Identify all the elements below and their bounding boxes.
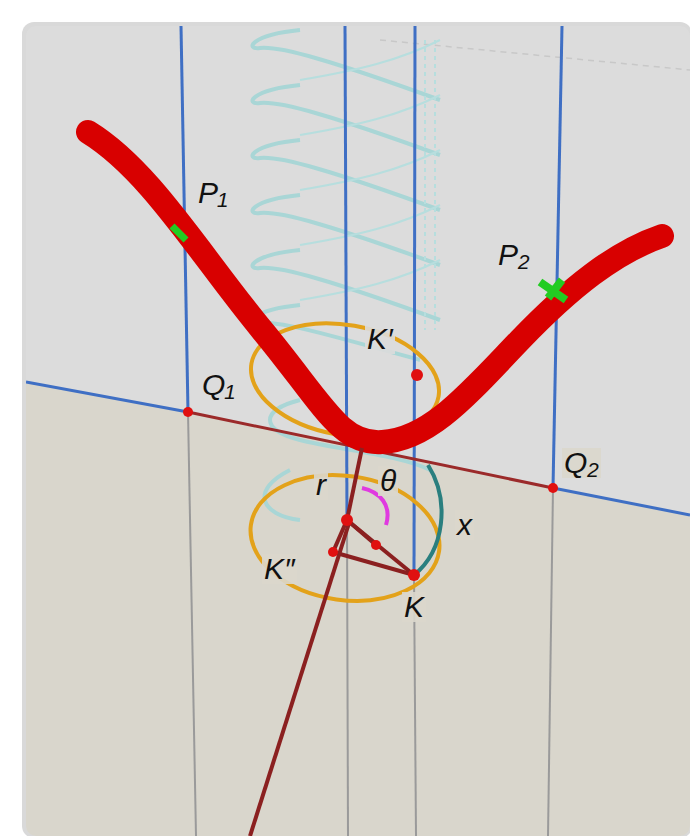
point-label: P₁ — [196, 178, 229, 208]
point-label: K — [402, 592, 426, 622]
arc-label: x — [455, 510, 474, 540]
point-label: P₂ — [496, 240, 531, 270]
point-label: Q₂ — [562, 448, 601, 478]
point-label: Q₁ — [200, 370, 237, 400]
radius-label: r — [314, 470, 328, 500]
angle-label: θ — [378, 466, 398, 496]
point-label: K′ — [365, 324, 395, 354]
point-label: K″ — [262, 554, 297, 584]
